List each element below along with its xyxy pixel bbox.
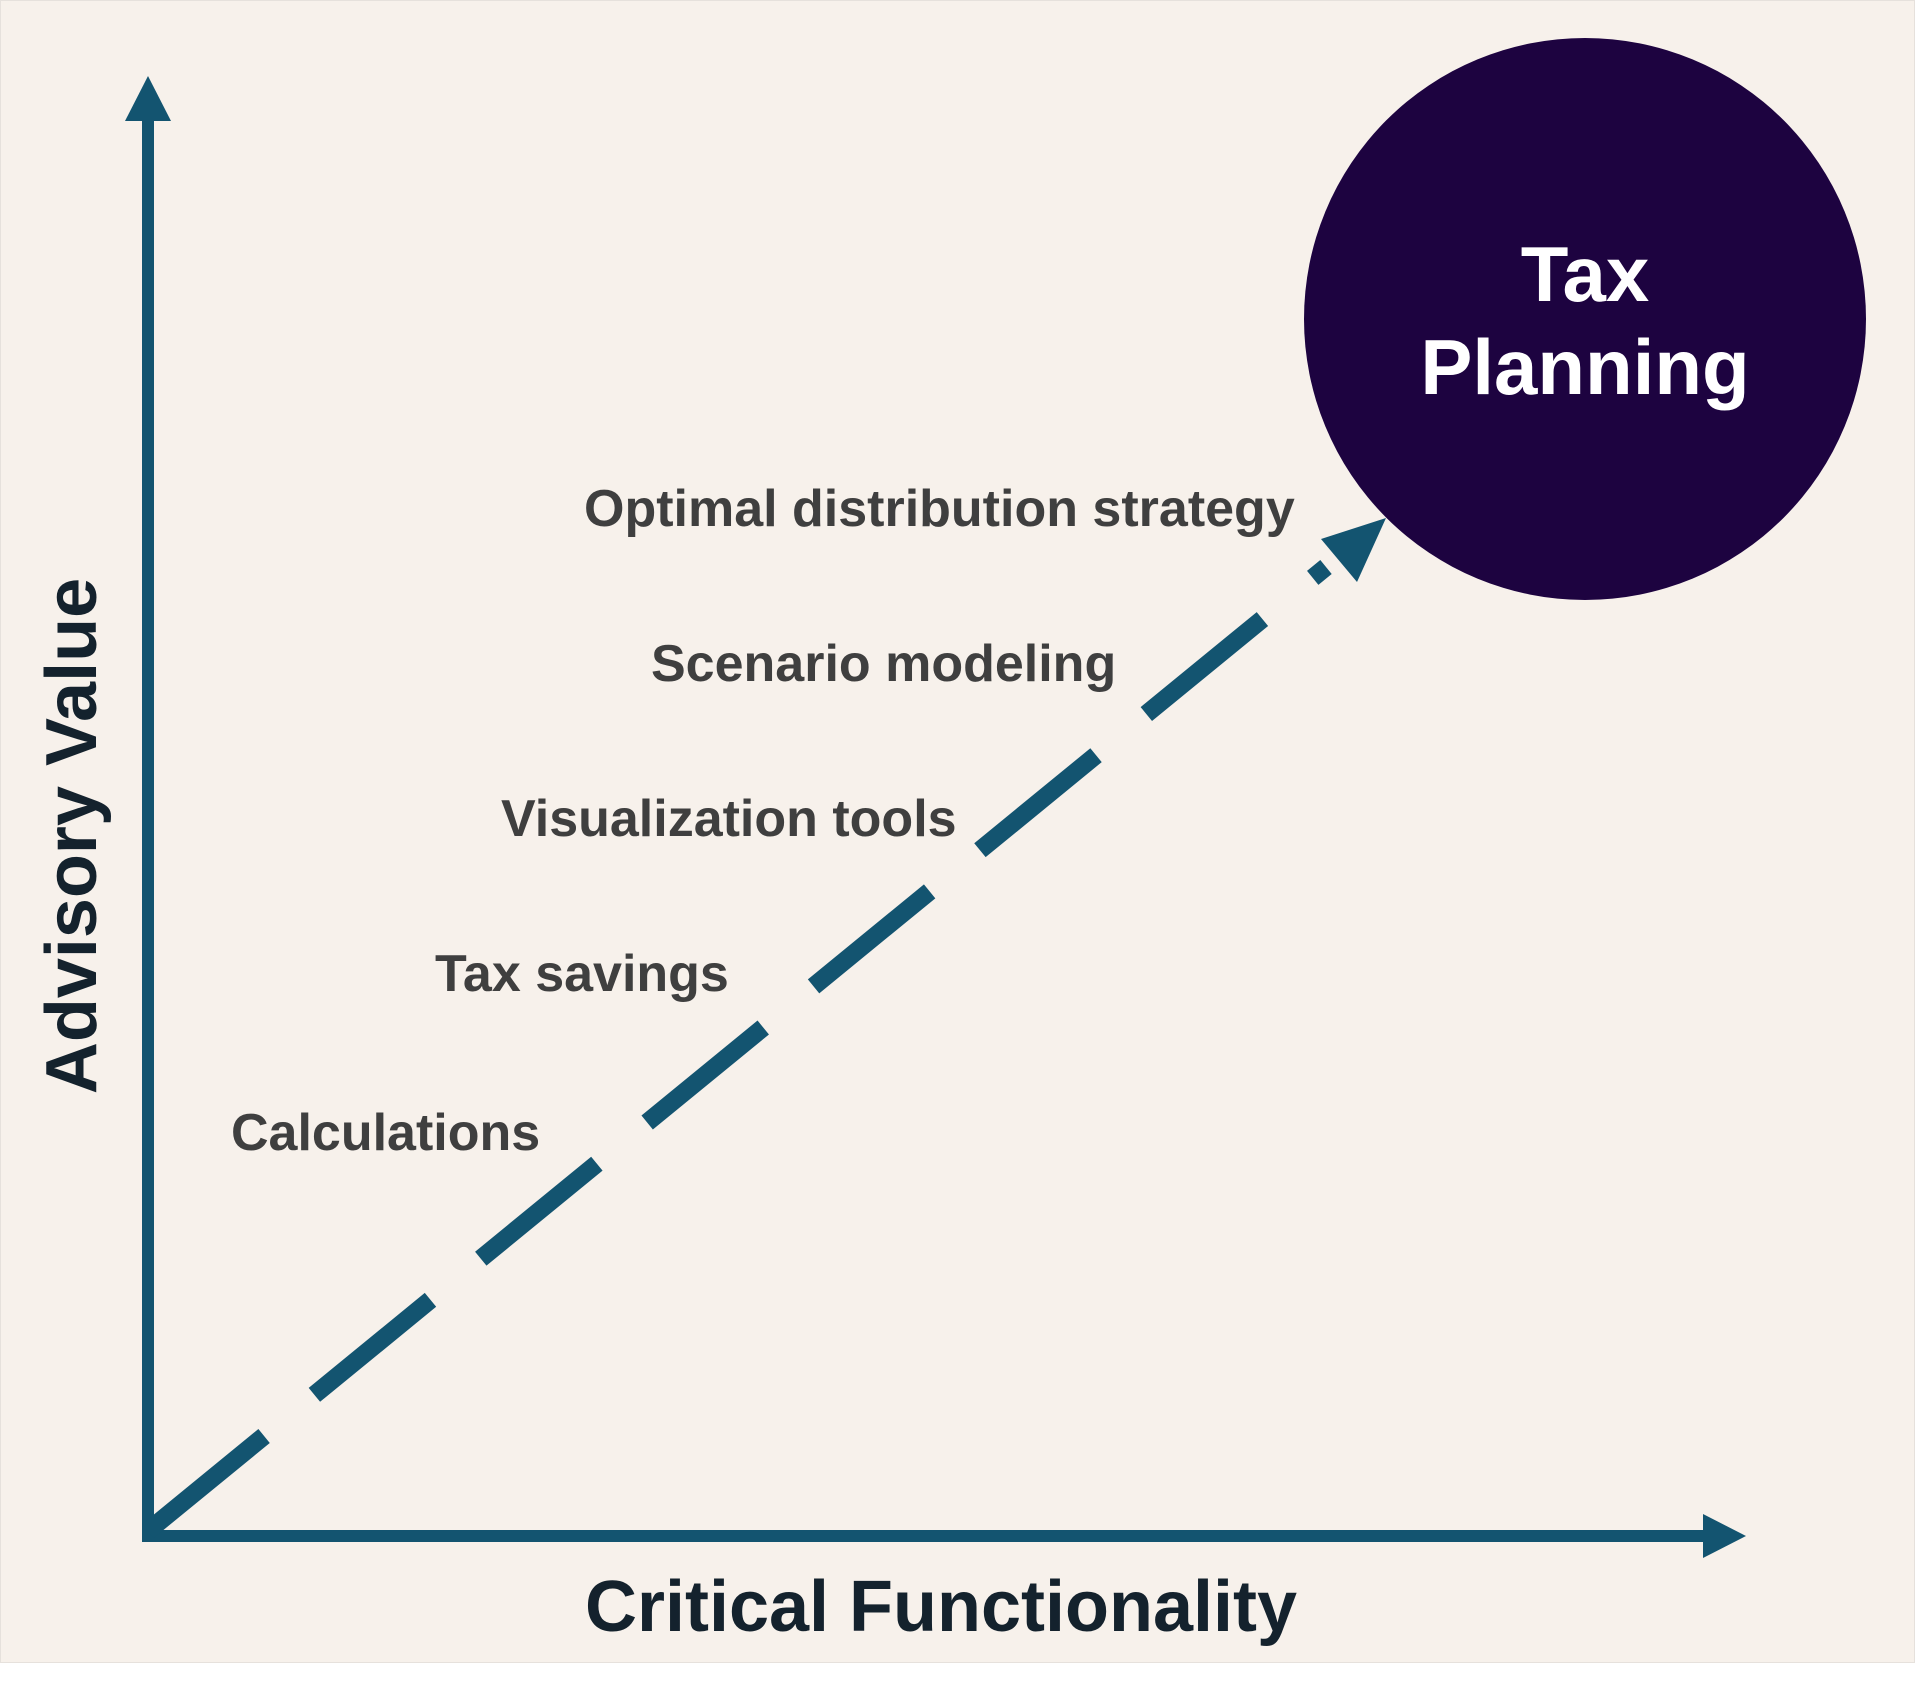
y-axis-arrowhead — [125, 76, 171, 121]
step-label-tax-savings: Tax savings — [435, 945, 729, 1003]
goal-label-line1: Tax — [1521, 230, 1650, 318]
step-label-optimal-distribution-strategy: Optimal distribution strategy — [584, 480, 1295, 538]
progression-arrowhead — [1321, 518, 1386, 582]
y-axis-label: Advisory Value — [32, 578, 112, 1094]
x-axis-label: Critical Functionality — [585, 1567, 1297, 1647]
step-label-scenario-modeling: Scenario modeling — [651, 635, 1116, 693]
x-axis-arrowhead — [1703, 1514, 1746, 1558]
step-label-visualization-tools: Visualization tools — [501, 790, 957, 848]
goal-label-line2: Planning — [1420, 323, 1749, 411]
step-label-calculations: Calculations — [231, 1104, 540, 1162]
progression-dashed-line — [142, 560, 1332, 1538]
tax-planning-circle — [1304, 38, 1866, 600]
